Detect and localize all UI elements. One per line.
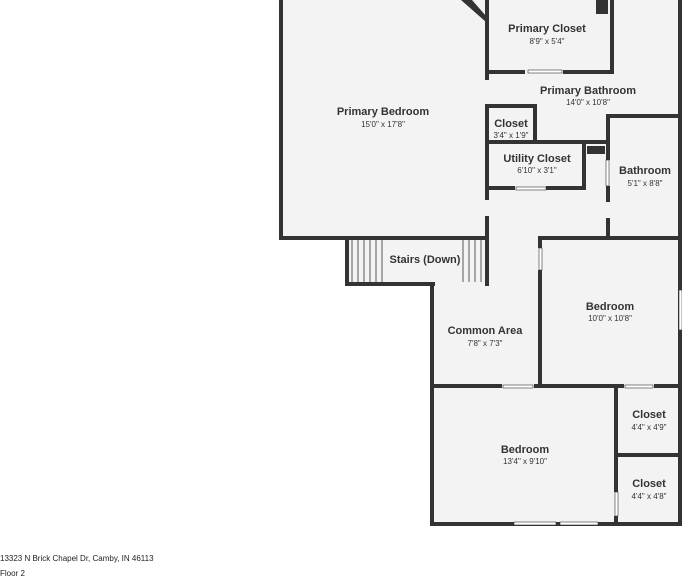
room-closet-small: Closet 3'4" x 1'9" <box>494 118 529 140</box>
room-name: Primary Bedroom <box>337 106 430 118</box>
property-address: 13323 N Brick Chapel Dr, Camby, IN 46113 <box>0 554 154 563</box>
walls <box>279 0 682 526</box>
room-utility-closet: Utility Closet 6'10" x 3'1" <box>503 153 571 175</box>
room-bathroom: Bathroom 5'1" x 8'8" <box>619 165 671 188</box>
room-stairs: Stairs (Down) <box>386 250 462 268</box>
room-name: Common Area <box>448 325 524 337</box>
room-name: Utility Closet <box>503 153 571 165</box>
room-name: Closet <box>494 118 528 130</box>
room-primary-closet: Primary Closet 8'9" x 5'4" <box>508 23 586 46</box>
room-dimensions: 3'4" x 1'9" <box>494 131 529 140</box>
room-primary-bedroom: Primary Bedroom 15'0" x 17'8" <box>337 106 430 129</box>
room-closet-lower: Closet 4'4" x 4'8" <box>632 478 667 501</box>
room-closet-upper: Closet 4'4" x 4'9" <box>632 409 667 432</box>
room-common-area: Common Area 7'8" x 7'3" <box>448 325 524 348</box>
room-dimensions: 10'0" x 10'8" <box>588 314 632 323</box>
room-primary-bathroom: Primary Bathroom 14'0" x 10'8" <box>540 85 636 107</box>
floor-label: Floor 2 <box>0 569 25 578</box>
room-dimensions: 7'8" x 7'3" <box>468 339 503 348</box>
room-dimensions: 13'4" x 9'10" <box>503 457 547 466</box>
room-bedroom-bottom: Bedroom 13'4" x 9'10" <box>501 444 550 466</box>
room-name: Closet <box>632 409 666 421</box>
room-name: Bedroom <box>501 444 550 456</box>
door-openings <box>487 69 682 526</box>
room-name: Primary Closet <box>508 23 586 35</box>
room-dimensions: 4'4" x 4'9" <box>632 423 667 432</box>
room-dimensions: 15'0" x 17'8" <box>361 120 405 129</box>
room-bedroom-right: Bedroom 10'0" x 10'8" <box>586 301 635 323</box>
room-name: Stairs (Down) <box>390 254 461 266</box>
stairs-treads <box>351 240 482 282</box>
room-dimensions: 6'10" x 3'1" <box>517 166 557 175</box>
room-name: Primary Bathroom <box>540 85 636 97</box>
room-dimensions: 5'1" x 8'8" <box>628 179 663 188</box>
room-dimensions: 4'4" x 4'8" <box>632 492 667 501</box>
room-dimensions: 8'9" x 5'4" <box>530 37 565 46</box>
room-name: Bedroom <box>586 301 635 313</box>
room-dimensions: 14'0" x 10'8" <box>566 98 610 107</box>
floor-areas <box>282 0 682 526</box>
room-name: Closet <box>632 478 666 490</box>
room-name: Bathroom <box>619 165 671 177</box>
